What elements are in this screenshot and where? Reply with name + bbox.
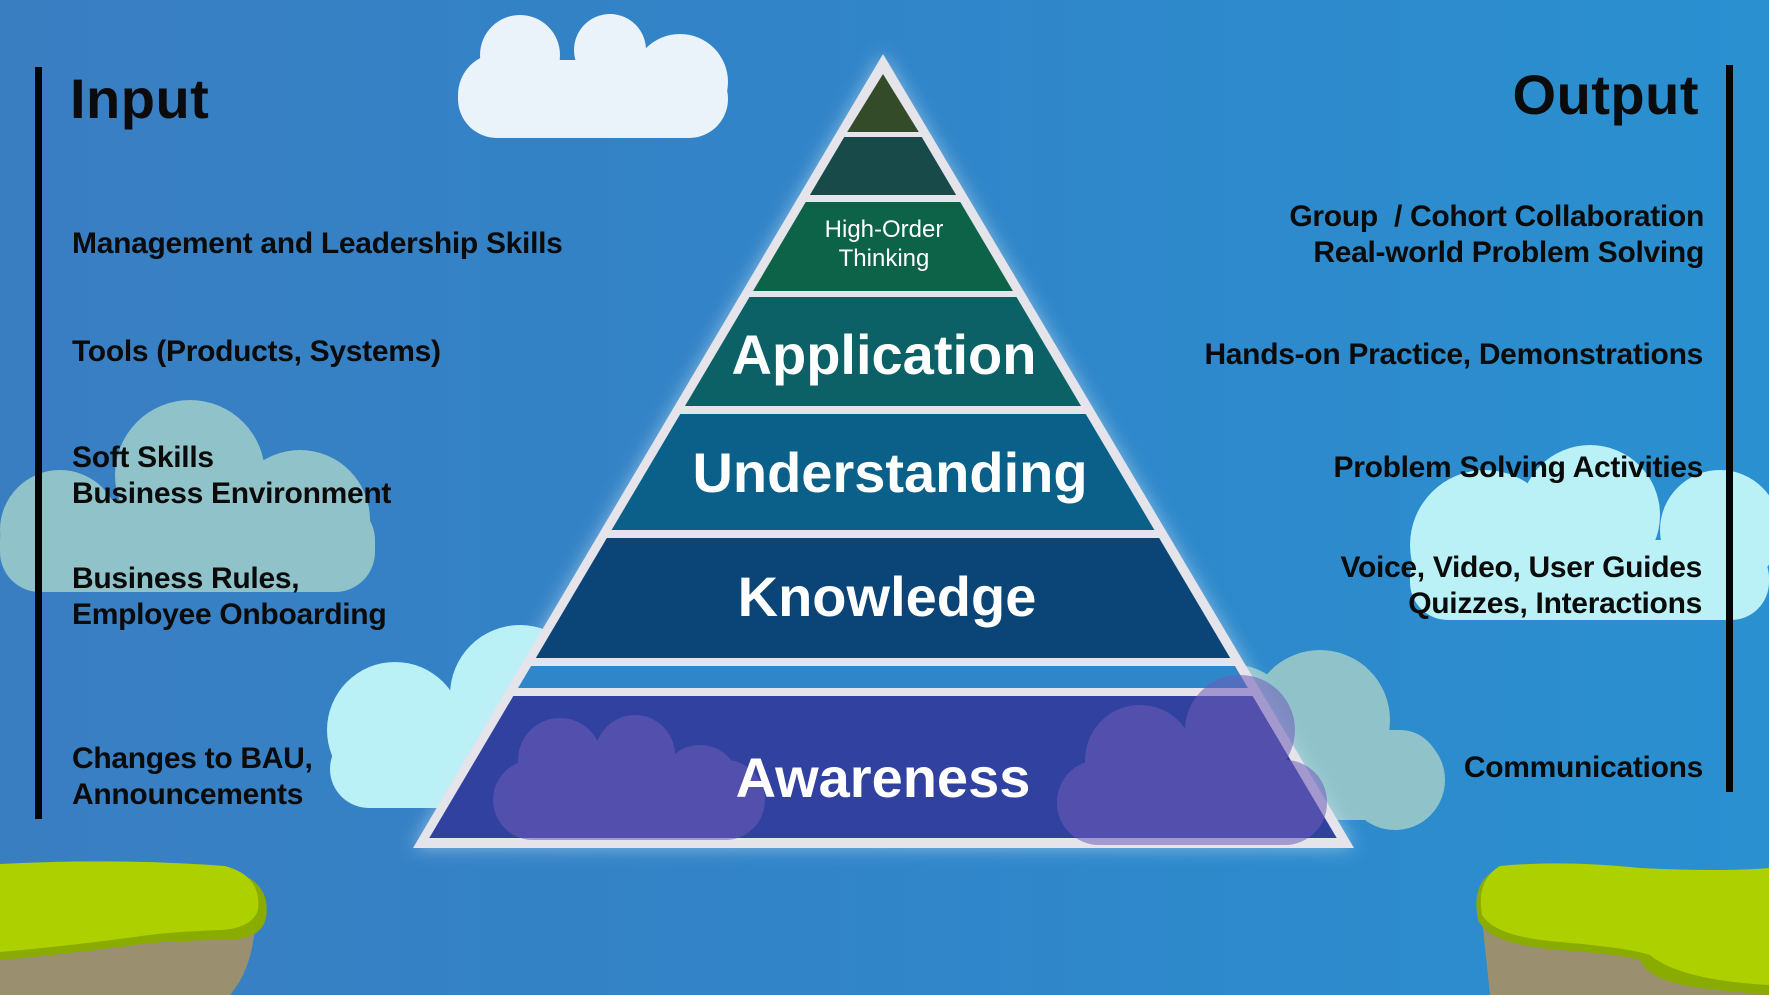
output-divider-bar (1726, 65, 1733, 792)
layer-label-understanding: Understanding (692, 441, 1088, 504)
island-left (0, 861, 267, 995)
cloud-overlay-awareness (493, 675, 1327, 845)
pyramid-layer-apex (847, 74, 919, 132)
pyramid-layer-gap (518, 666, 1248, 688)
input-item: Changes to BAU, Announcements (72, 742, 313, 811)
input-heading: Input (70, 67, 210, 130)
cloud-right-cyan (1410, 445, 1769, 620)
pyramid-layer-understanding (611, 414, 1155, 530)
layer-label-awareness: Awareness (735, 746, 1031, 809)
input-item: Soft Skills Business Environment (72, 441, 392, 510)
output-item: Communications (1463, 751, 1703, 784)
output-item: Voice, Video, User Guides Quizzes, Inter… (1340, 551, 1702, 620)
output-item: Problem Solving Activities (1333, 451, 1703, 484)
output-item: Hands-on Practice, Demonstrations (1204, 338, 1703, 371)
input-divider-bar (35, 67, 42, 819)
input-item: Tools (Products, Systems) (72, 335, 441, 368)
pyramid-layer-application (684, 297, 1082, 406)
layer-label-knowledge: Knowledge (737, 565, 1037, 628)
input-item: Business Rules, Employee Onboarding (72, 562, 387, 631)
cloud-top (458, 14, 728, 138)
output-heading: Output (1512, 63, 1699, 126)
pyramid-layer-knowledge (535, 538, 1231, 658)
layer-label-high-order-thinking: High-Order Thinking (824, 216, 944, 272)
input-item: Management and Leadership Skills (72, 227, 563, 260)
cloud-left-teal (0, 400, 375, 592)
layer-label-application: Application (731, 323, 1037, 386)
pyramid-layer-high-order-thinking (753, 202, 1013, 291)
output-item: Group / Cohort Collaboration Real-world … (1289, 200, 1704, 269)
island-right (1476, 863, 1769, 995)
pyramid-layer-cap (809, 137, 957, 195)
